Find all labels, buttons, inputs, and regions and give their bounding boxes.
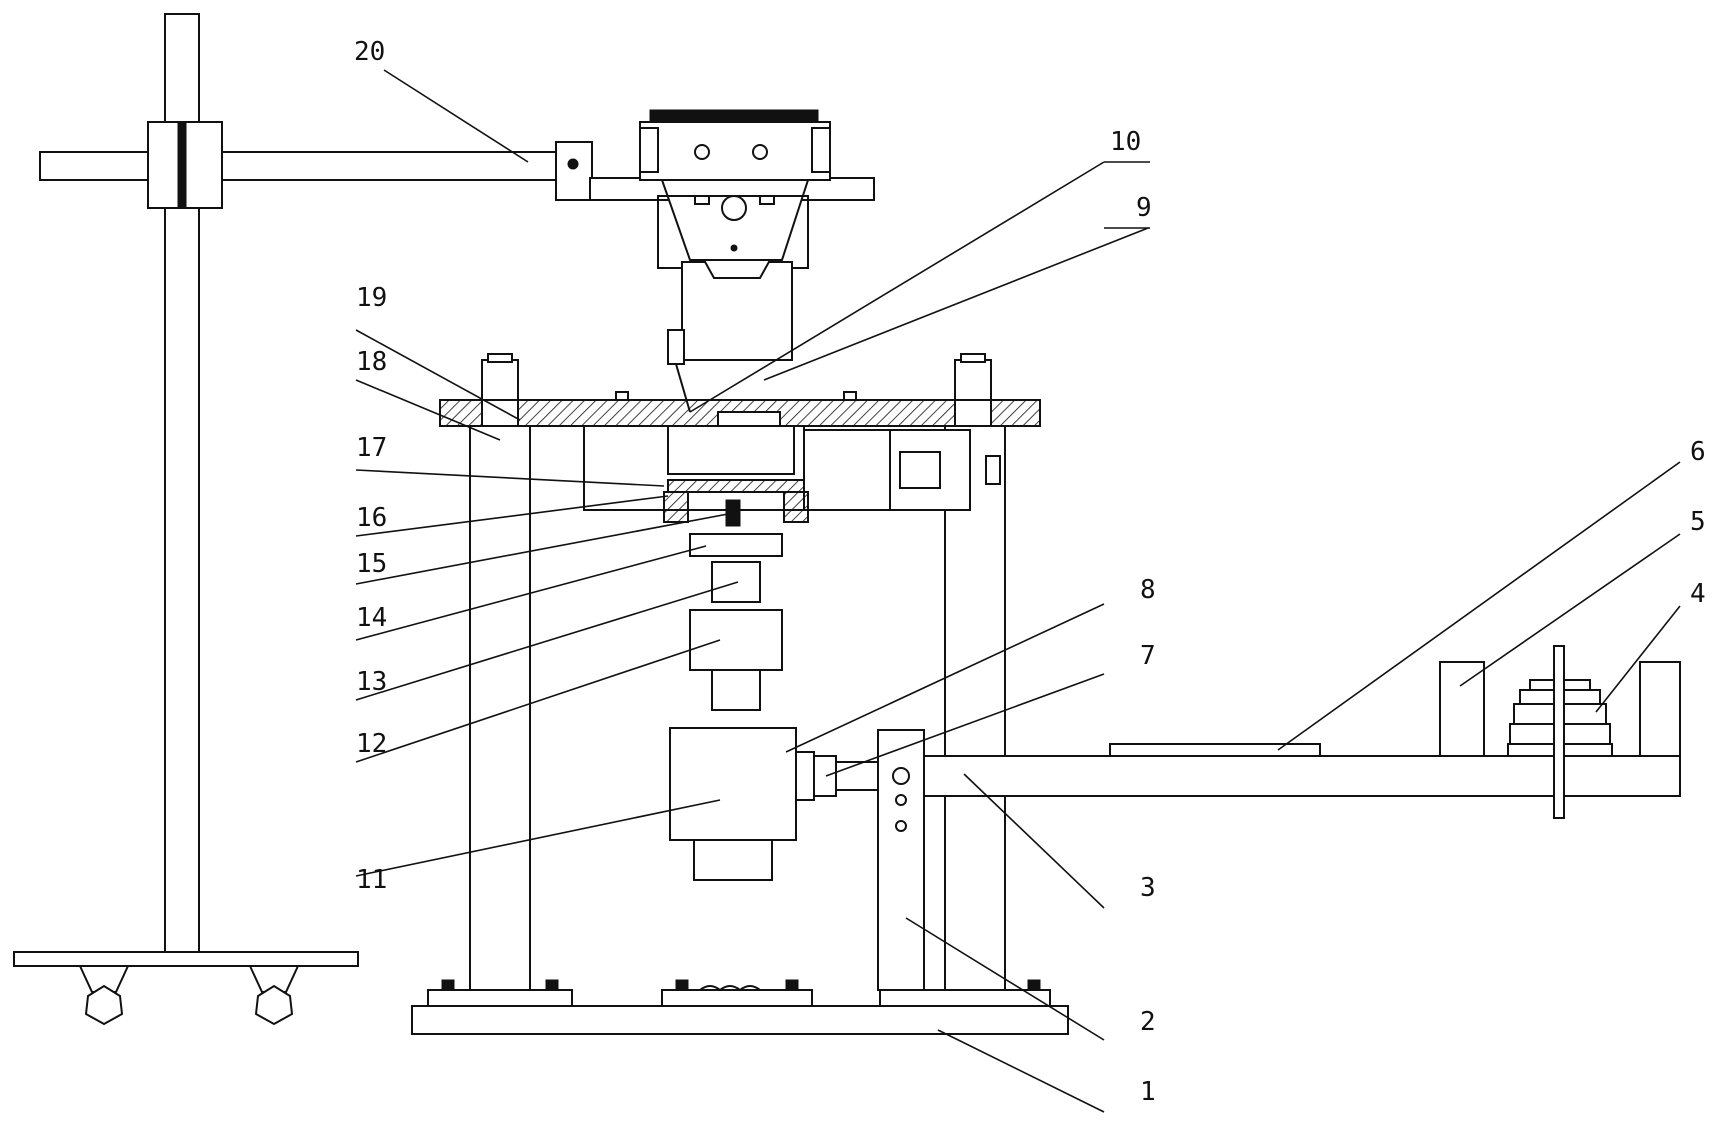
stand-arm xyxy=(40,152,560,180)
callout-18: 18 xyxy=(356,347,387,377)
head-upper-body xyxy=(640,122,830,180)
bracket-bolt xyxy=(568,159,578,169)
link-rod-10 xyxy=(668,330,684,364)
stand-base xyxy=(14,952,358,966)
clamp-jaw-16 xyxy=(668,480,804,492)
leader-lines xyxy=(356,70,1680,1112)
callout-12: 12 xyxy=(356,729,387,759)
callout-8: 8 xyxy=(1140,575,1156,605)
hex-nut-11 xyxy=(670,728,796,840)
lever-bar-3 xyxy=(924,756,1680,796)
callout-4: 4 xyxy=(1690,579,1706,609)
callout-9: 9 xyxy=(1136,193,1152,223)
callout-20: 20 xyxy=(354,37,385,67)
lower-plate-14 xyxy=(690,534,782,556)
top-head-assembly xyxy=(556,110,874,412)
callout-17: 17 xyxy=(356,433,387,463)
specimen-15 xyxy=(726,500,740,526)
callout-3: 3 xyxy=(1140,873,1156,903)
callout-7: 7 xyxy=(1140,641,1156,671)
callout-5: 5 xyxy=(1690,507,1706,537)
mount-bracket xyxy=(556,142,592,200)
column-right xyxy=(945,426,1005,996)
clamp-split xyxy=(178,122,186,208)
callout-14: 14 xyxy=(356,603,387,633)
callout-13: 13 xyxy=(356,667,387,697)
caster-left xyxy=(80,966,128,1024)
coupler-7 xyxy=(814,756,836,796)
head-top-cap xyxy=(650,110,818,122)
center-stack xyxy=(584,426,1000,880)
column-left-18 xyxy=(470,426,530,996)
callout-15: 15 xyxy=(356,549,387,579)
coupler-8 xyxy=(796,752,814,800)
callout-2: 2 xyxy=(1140,1007,1156,1037)
slider-6 xyxy=(1110,744,1320,756)
callout-6: 6 xyxy=(1690,437,1706,467)
callout-1: 1 xyxy=(1140,1077,1156,1107)
base-plate-1 xyxy=(412,1006,1068,1034)
callout-10: 10 xyxy=(1110,127,1141,157)
top-nut-right xyxy=(955,360,991,400)
weight-holder-5 xyxy=(1440,662,1484,756)
callout-16: 16 xyxy=(356,503,387,533)
caster-right xyxy=(250,966,298,1024)
top-nut-left xyxy=(482,360,518,400)
callout-19: 19 xyxy=(356,283,387,313)
load-cell-12 xyxy=(690,610,782,670)
callout-11: 11 xyxy=(356,865,387,895)
